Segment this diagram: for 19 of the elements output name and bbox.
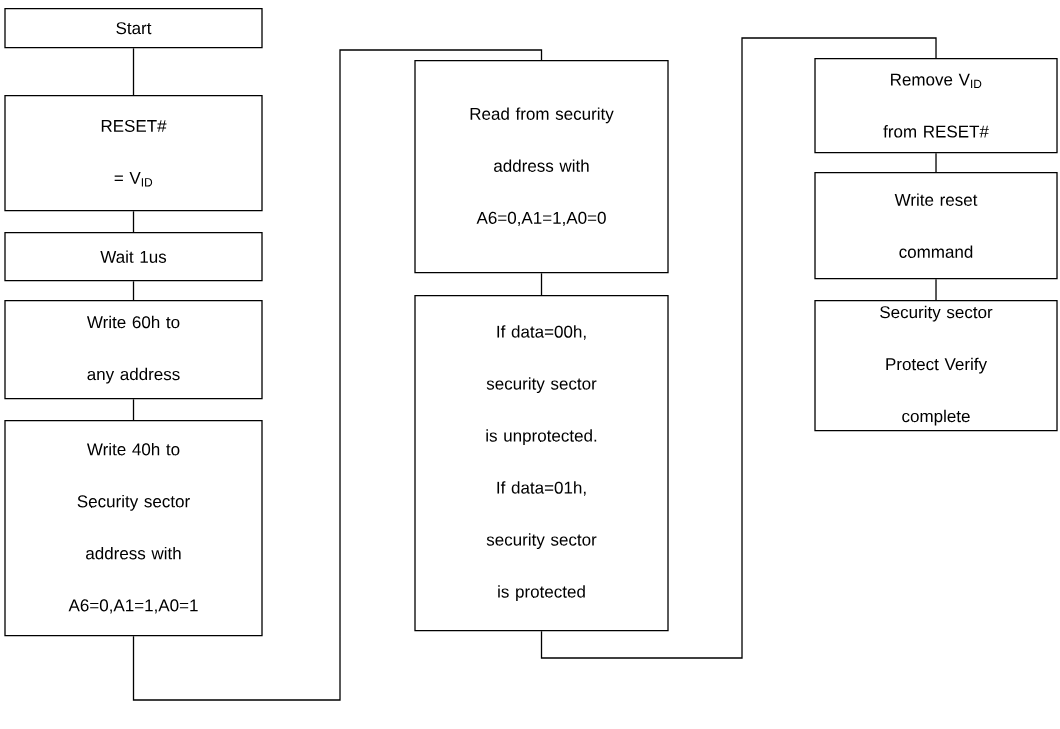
- connector-line: [132, 210, 135, 233]
- connector-line: [132, 398, 135, 421]
- connector-line: [935, 152, 937, 173]
- connector-line: [132, 49, 543, 701]
- process-box: Write 60h to any address: [4, 300, 263, 400]
- connector-line: [935, 278, 937, 301]
- process-box: Wait 1us: [4, 232, 263, 282]
- process-box: Remove V$_{ID}$ from RESET#: [814, 58, 1058, 154]
- process-box: Security sector Protect Verify complete: [814, 300, 1058, 432]
- connector-line: [132, 47, 135, 96]
- process-box: Write reset command: [814, 172, 1058, 280]
- process-box: If data=00h, security sector is unprotected. If data=01h, security sector is protected: [414, 295, 669, 632]
- process-box: Write 40h to Security sector address with A6=0,A1=1,A0=1: [4, 420, 263, 637]
- process-box: Read from security address with A6=0,A1=1,A0=0: [414, 60, 669, 274]
- connector-line: [540, 272, 543, 296]
- connector-line: [540, 37, 937, 659]
- process-box: Start: [4, 8, 263, 49]
- process-box: RESET# = V$_{ID}$: [4, 95, 263, 212]
- connector-line: [132, 280, 135, 301]
